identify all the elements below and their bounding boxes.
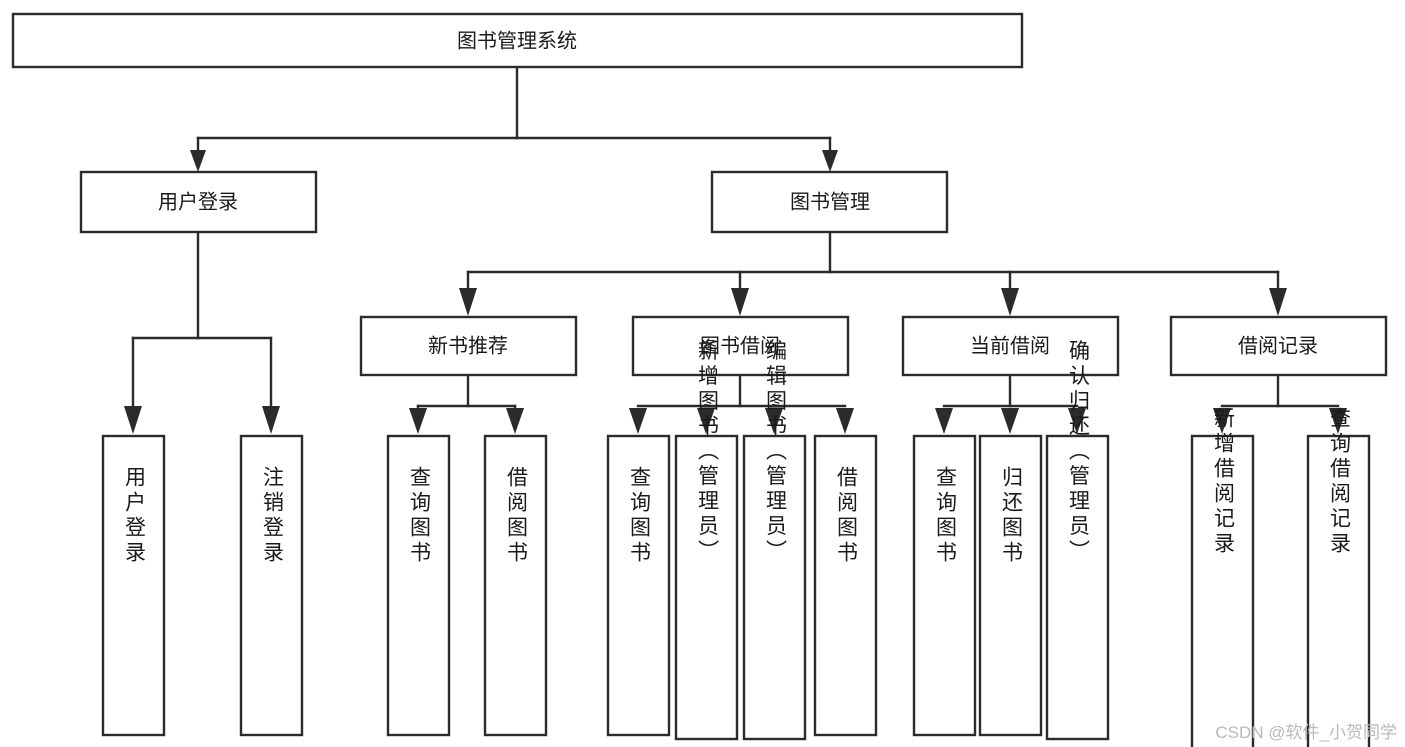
node-root[interactable]: 图书管理系统 <box>11 12 1024 69</box>
leaf-confirm-return-label: 确认归还（管理员） <box>1066 340 1090 565</box>
leaf-add-book[interactable]: 新增图书（管理员） <box>674 340 739 741</box>
leaf-logout-login[interactable]: 注销登录 <box>239 434 304 737</box>
node-book-manage-label: 图书管理 <box>790 190 870 213</box>
leaf-query-book-1-label: 查询图书 <box>407 466 431 566</box>
arrow-head-book-manage <box>822 150 838 172</box>
leaf-edit-book-label: 编辑图书（管理员） <box>763 340 787 565</box>
arrow-head-leaf-query-book-1 <box>409 408 427 434</box>
arrow-head-leaf-user-login <box>124 406 142 434</box>
node-new-book-recommend-label: 新书推荐 <box>428 334 508 357</box>
arrow-head-current-borrow <box>1001 288 1019 316</box>
arrow-head-leaf-query-book-3 <box>935 408 953 434</box>
arrow-head-new-book-recommend <box>459 288 477 316</box>
leaf-logout-login-box[interactable] <box>239 434 304 737</box>
leaf-return-book-label: 归还图书 <box>999 466 1023 566</box>
arrow-head-leaf-logout-login <box>262 406 280 434</box>
leaf-edit-book[interactable]: 编辑图书（管理员） <box>742 340 807 741</box>
leaf-confirm-return[interactable]: 确认归还（管理员） <box>1045 340 1110 741</box>
leaf-user-login[interactable]: 用户登录 <box>101 434 166 737</box>
leaf-query-book-3-box[interactable] <box>912 434 977 737</box>
node-borrow-record-box[interactable] <box>1169 315 1388 377</box>
leaf-return-book[interactable]: 归还图书 <box>978 434 1043 737</box>
leaf-user-login-label: 用户登录 <box>122 466 146 566</box>
leaf-return-book-box[interactable] <box>978 434 1043 737</box>
arrow-head-leaf-add-book <box>697 408 715 434</box>
leaf-logout-login-label: 注销登录 <box>260 466 284 566</box>
leaf-borrow-book-1[interactable]: 借阅图书 <box>483 434 548 737</box>
leaf-user-login-box[interactable] <box>101 434 166 737</box>
node-user-login-box[interactable] <box>79 170 318 234</box>
node-root-label: 图书管理系统 <box>457 29 577 52</box>
leaf-borrow-book-2[interactable]: 借阅图书 <box>813 434 878 737</box>
node-user-login-label: 用户登录 <box>158 190 238 213</box>
node-current-borrow[interactable]: 当前借阅 <box>901 315 1120 377</box>
node-root-box[interactable] <box>11 12 1024 69</box>
arrow-head-book-borrow <box>731 288 749 316</box>
node-book-borrow[interactable]: 图书借阅 <box>631 315 850 377</box>
leaf-query-book-2-label: 查询图书 <box>627 466 651 566</box>
node-current-borrow-box[interactable] <box>901 315 1120 377</box>
leaf-query-record[interactable]: 查询借阅记录 <box>1306 407 1371 747</box>
node-book-manage-box[interactable] <box>710 170 949 234</box>
leaf-borrow-book-2-label: 借阅图书 <box>834 466 858 566</box>
leaf-query-book-2[interactable]: 查询图书 <box>606 434 671 737</box>
leaf-query-record-box[interactable] <box>1306 434 1371 747</box>
leaf-query-record-label: 查询借阅记录 <box>1327 407 1351 557</box>
leaf-query-book-1[interactable]: 查询图书 <box>386 434 451 737</box>
leaf-borrow-book-1-box[interactable] <box>483 434 548 737</box>
leaf-add-record-label: 新增借阅记录 <box>1211 407 1235 557</box>
node-book-manage[interactable]: 图书管理 <box>710 170 949 234</box>
arrow-head-leaf-edit-book <box>765 408 783 434</box>
arrow-head-leaf-query-book-2 <box>629 408 647 434</box>
arrow-head-leaf-borrow-book-1 <box>506 408 524 434</box>
leaf-confirm-return-box[interactable] <box>1045 434 1110 741</box>
node-book-borrow-label: 图书借阅 <box>700 334 780 357</box>
node-borrow-record-label: 借阅记录 <box>1238 334 1318 357</box>
connector-layer <box>124 65 1347 434</box>
leaf-borrow-book-2-box[interactable] <box>813 434 878 737</box>
node-new-book-recommend-box[interactable] <box>359 315 578 377</box>
arrow-head-leaf-add-record <box>1213 408 1231 434</box>
leaf-query-book-1-box[interactable] <box>386 434 451 737</box>
leaf-add-record[interactable]: 新增借阅记录 <box>1190 407 1255 747</box>
leaf-add-record-box[interactable] <box>1190 434 1255 747</box>
arrow-head-leaf-confirm-return <box>1068 408 1086 434</box>
leaf-add-book-box[interactable] <box>674 434 739 741</box>
node-current-borrow-label: 当前借阅 <box>970 334 1050 357</box>
node-user-login[interactable]: 用户登录 <box>79 170 318 234</box>
leaf-borrow-book-1-label: 借阅图书 <box>504 466 528 566</box>
arrow-head-leaf-borrow-book-2 <box>836 408 854 434</box>
arrow-head-leaf-query-record <box>1329 408 1347 434</box>
leaf-edit-book-box[interactable] <box>742 434 807 741</box>
arrow-head-user-login <box>190 150 206 172</box>
node-book-borrow-box[interactable] <box>631 315 850 377</box>
leaf-query-book-3-label: 查询图书 <box>933 466 957 566</box>
leaf-query-book-2-box[interactable] <box>606 434 671 737</box>
arrow-head-leaf-return-book <box>1001 408 1019 434</box>
leaf-query-book-3[interactable]: 查询图书 <box>912 434 977 737</box>
arrow-head-borrow-record <box>1269 288 1287 316</box>
node-new-book-recommend[interactable]: 新书推荐 <box>359 315 578 377</box>
node-borrow-record[interactable]: 借阅记录 <box>1169 315 1388 377</box>
leaf-add-book-label: 新增图书（管理员） <box>695 340 719 565</box>
